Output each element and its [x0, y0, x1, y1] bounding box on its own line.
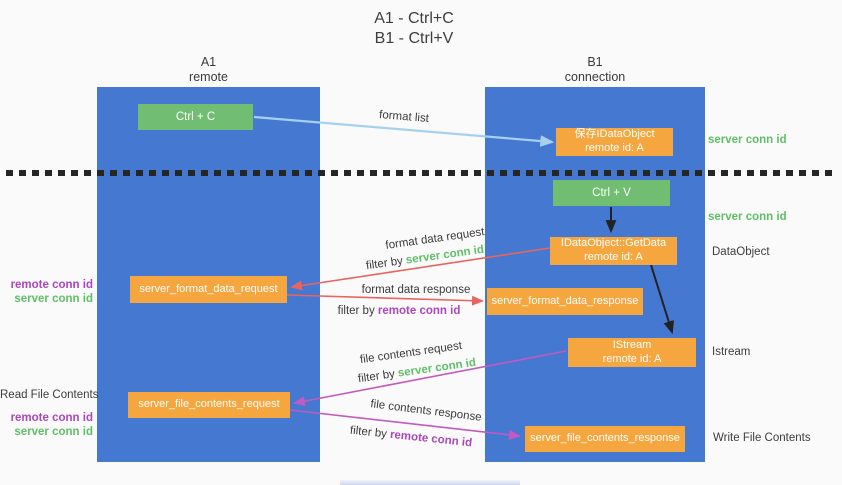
server-file-contents-request-box: server_file_contents_request	[128, 392, 290, 418]
format-data-response-label: format data response	[361, 284, 471, 296]
filter-by-remote-conn-id-label-1: filter by remote conn id	[338, 305, 461, 317]
save-idataobject-line1: 保存IDataObject	[574, 128, 655, 141]
left-server-conn-id-top: server conn id	[14, 293, 93, 305]
filter-by-text: filter by	[365, 255, 404, 273]
left-remote-conn-id-bottom: remote conn id	[10, 412, 93, 424]
dotted-divider	[6, 170, 838, 176]
istream-box: IStream remote id: A	[568, 338, 696, 367]
title-line-1: A1 - Ctrl+C	[374, 10, 454, 27]
column-header-b1: B1 connection	[485, 55, 705, 85]
save-idataobject-line2: remote id: A	[585, 142, 644, 154]
server-format-data-response-label: server_format_data_response	[491, 294, 639, 307]
getdata-line2: remote id: A	[584, 251, 643, 263]
filter-by-text: filter by	[337, 305, 375, 317]
istream-annotation: Istream	[712, 346, 751, 358]
right-server-conn-id-top: server conn id	[708, 134, 787, 146]
istream-line1: IStream	[612, 338, 652, 351]
write-file-contents-annotation: Write File Contents	[713, 432, 811, 444]
bottom-edge-strip	[340, 480, 520, 485]
filter-by-server-conn-id-label-1: filter by server conn id	[365, 244, 484, 272]
ctrl-c-box: Ctrl + C	[138, 104, 253, 130]
save-idataobject-box: 保存IDataObject remote id: A	[556, 128, 673, 156]
column-a1-title: A1	[200, 55, 217, 69]
left-server-conn-id-bottom: server conn id	[14, 426, 93, 438]
format-list-label: format list	[378, 109, 430, 125]
server-format-data-request-box: server_format_data_request	[130, 276, 287, 303]
server-format-data-request-label: server_format_data_request	[139, 282, 278, 295]
filter-by-text: filter by	[349, 424, 388, 441]
diagram-title: A1 - Ctrl+C B1 - Ctrl+V	[0, 9, 828, 49]
right-server-conn-id-mid: server conn id	[708, 211, 787, 223]
filter-by-text: filter by	[357, 368, 396, 386]
left-remote-conn-id-top: remote conn id	[10, 279, 93, 291]
remote-conn-id-text: remote conn id	[389, 428, 473, 450]
server-conn-id-text: server conn id	[397, 356, 477, 380]
server-format-data-response-box: server_format_data_response	[487, 288, 643, 315]
ctrl-c-label: Ctrl + C	[175, 110, 216, 123]
dataobject-annotation: DataObject	[712, 246, 770, 258]
filter-by-remote-conn-id-label-2: filter by remote conn id	[349, 425, 472, 450]
getdata-line1: IDataObject::GetData	[560, 237, 667, 250]
title-line-2: B1 - Ctrl+V	[374, 30, 454, 47]
read-file-contents-annotation: Read File Contents	[0, 389, 99, 401]
getdata-box: IDataObject::GetData remote id: A	[550, 237, 677, 265]
column-header-a1: A1 remote	[97, 55, 320, 85]
server-file-contents-request-label: server_file_contents_request	[138, 398, 280, 411]
ctrl-v-label: Ctrl + V	[592, 186, 631, 199]
file-contents-response-label: file contents response	[369, 398, 483, 424]
remote-conn-id-text: remote conn id	[377, 305, 461, 317]
server-file-contents-response-label: server_file_contents_response	[530, 432, 680, 445]
ctrl-v-box: Ctrl + V	[553, 180, 670, 206]
server-file-contents-response-box: server_file_contents_response	[525, 426, 685, 452]
istream-line2: remote id: A	[602, 352, 662, 365]
column-b1-title: B1	[587, 55, 603, 69]
column-a1-subtitle: remote	[189, 70, 228, 84]
column-b1-subtitle: connection	[564, 70, 626, 84]
